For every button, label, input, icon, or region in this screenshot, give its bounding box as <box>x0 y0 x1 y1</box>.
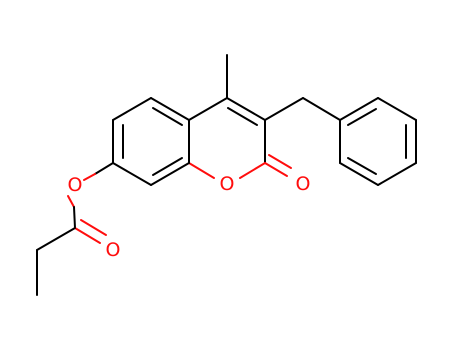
bonds <box>36 54 417 296</box>
bond <box>347 108 377 126</box>
bond <box>264 162 288 177</box>
bond <box>67 195 75 208</box>
bond <box>112 162 152 186</box>
bond <box>150 97 190 121</box>
atom-labels: O O O O <box>68 173 311 261</box>
bond <box>83 173 96 181</box>
atom-label-o: O <box>106 239 121 261</box>
bond <box>152 107 183 126</box>
bond <box>150 162 190 186</box>
bond <box>94 162 114 175</box>
bond <box>188 97 228 121</box>
bond <box>239 162 266 179</box>
bond <box>339 97 379 121</box>
bond <box>80 219 107 236</box>
bond <box>377 162 417 186</box>
bond <box>226 97 266 121</box>
bond <box>112 97 152 121</box>
bond <box>347 157 377 175</box>
bond <box>339 162 379 186</box>
bond <box>377 97 417 121</box>
bond <box>74 227 101 244</box>
bond <box>152 157 183 176</box>
bond <box>227 107 258 126</box>
bond <box>188 162 215 179</box>
atom-label-o: O <box>296 173 311 195</box>
atom-label-o: O <box>220 173 235 195</box>
bond <box>264 97 304 121</box>
bond <box>73 206 76 229</box>
bond <box>36 227 76 251</box>
bond <box>302 97 341 121</box>
bond <box>268 154 292 169</box>
atom-label-o: O <box>68 174 83 196</box>
